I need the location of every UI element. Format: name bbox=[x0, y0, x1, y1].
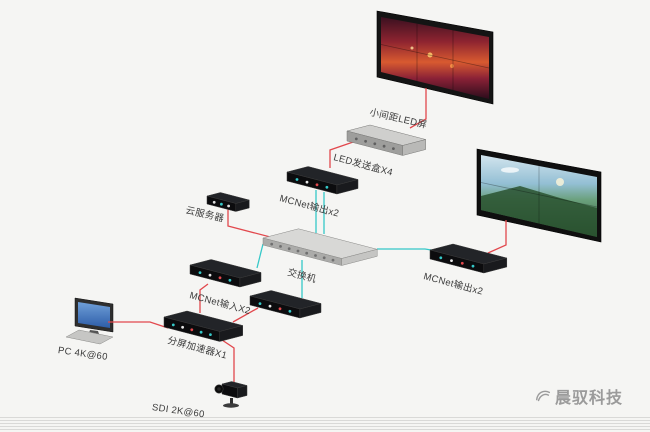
port-led bbox=[278, 307, 282, 311]
port-led bbox=[305, 180, 309, 184]
port-led bbox=[212, 200, 216, 204]
brand-logo: 晨驭科技 bbox=[534, 384, 623, 408]
port-led bbox=[220, 202, 223, 206]
port-led bbox=[227, 204, 231, 208]
camera-device bbox=[221, 381, 248, 399]
connection-red-line bbox=[227, 208, 279, 240]
switch-device bbox=[262, 228, 379, 266]
port-led bbox=[181, 325, 185, 329]
port-led bbox=[208, 273, 212, 277]
splitter-device bbox=[163, 310, 244, 342]
port-led bbox=[392, 147, 395, 151]
connection-cyan-line bbox=[256, 243, 264, 269]
mcnet-input-2-device bbox=[249, 290, 322, 319]
port-led bbox=[198, 271, 202, 274]
port-led bbox=[279, 245, 282, 248]
brand-logo-icon bbox=[535, 390, 551, 402]
led-sender-device bbox=[346, 124, 427, 156]
port-led bbox=[199, 330, 203, 334]
port-led bbox=[325, 185, 329, 189]
port-led bbox=[288, 309, 292, 313]
port-led bbox=[450, 259, 453, 262]
lcd-display bbox=[476, 148, 602, 243]
pc-workstation bbox=[65, 297, 114, 345]
port-led bbox=[270, 242, 274, 246]
cloud-server-device bbox=[206, 192, 251, 212]
connection-red-line bbox=[409, 88, 427, 129]
port-led bbox=[295, 178, 299, 181]
port-led bbox=[190, 328, 194, 332]
mcnet-output-right-device bbox=[429, 243, 508, 274]
port-led bbox=[296, 249, 300, 253]
connection-red-line bbox=[487, 220, 507, 254]
port-led bbox=[364, 139, 367, 143]
port-led bbox=[322, 256, 326, 260]
port-led bbox=[314, 254, 317, 257]
port-led bbox=[218, 276, 222, 280]
port-led bbox=[171, 323, 175, 327]
bottom-stripes bbox=[0, 417, 650, 430]
mcnet-output-top-device bbox=[286, 166, 359, 195]
led-wall-screen bbox=[376, 10, 494, 105]
port-led bbox=[287, 247, 291, 251]
port-led bbox=[258, 302, 262, 305]
port-led bbox=[439, 256, 443, 260]
port-led bbox=[354, 137, 358, 141]
mcnet-input-1-device bbox=[189, 259, 262, 288]
pc-keyboard bbox=[65, 329, 114, 345]
port-led bbox=[382, 144, 386, 148]
connection-red-line bbox=[199, 283, 209, 313]
port-led bbox=[460, 261, 464, 265]
pc-screen bbox=[78, 302, 110, 328]
connection-red-line bbox=[221, 339, 235, 382]
connection-red-line bbox=[108, 321, 169, 329]
port-led bbox=[331, 258, 335, 262]
port-led bbox=[315, 183, 319, 187]
port-led bbox=[305, 251, 309, 255]
connection-red-line bbox=[329, 140, 357, 168]
brand-logo-text: 晨驭科技 bbox=[555, 390, 624, 407]
port-led bbox=[471, 264, 475, 268]
port-led bbox=[268, 304, 272, 308]
port-led bbox=[373, 142, 377, 146]
connection-red-line bbox=[232, 307, 259, 323]
camera-lens bbox=[214, 384, 239, 408]
port-led bbox=[228, 278, 232, 282]
port-led bbox=[209, 333, 212, 336]
